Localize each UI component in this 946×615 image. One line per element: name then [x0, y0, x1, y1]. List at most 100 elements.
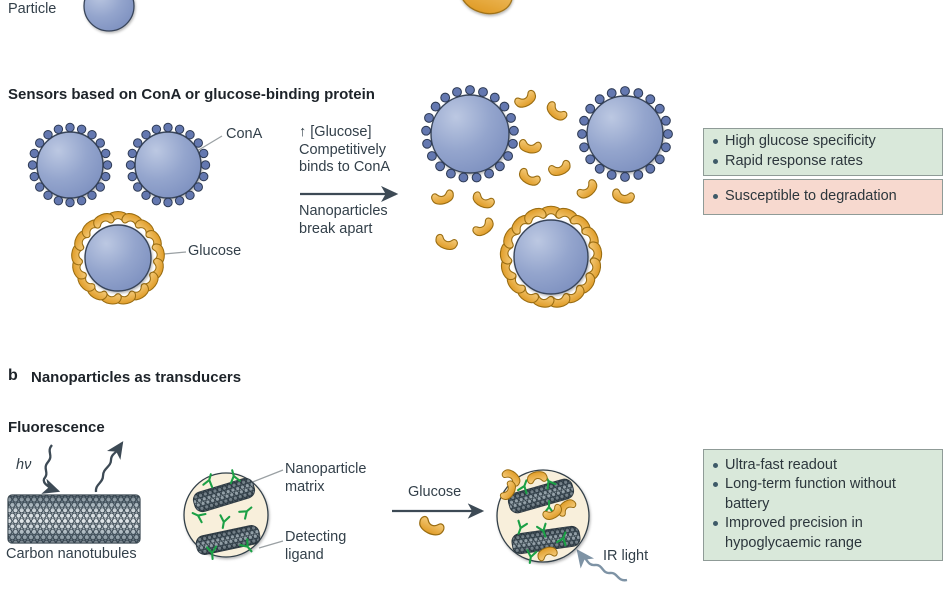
- transition-line-4: Nanoparticles: [299, 203, 388, 219]
- cona-protein-dot: [53, 124, 64, 134]
- plain-nanoparticle: [83, 0, 135, 32]
- pros-item: Long-term function without battery: [713, 475, 934, 514]
- cona-protein-dot: [445, 168, 456, 179]
- bullet-icon: [713, 193, 718, 199]
- cona-protein-dot: [430, 101, 441, 112]
- cona-protein-dot: [594, 94, 605, 105]
- cona-protein-dot: [199, 148, 209, 159]
- cona-protein-dot: [620, 172, 630, 182]
- cona-protein-dot: [579, 115, 590, 126]
- cona-protein-dot: [43, 130, 53, 140]
- pros-text: High glucose specificity: [725, 133, 876, 149]
- cona-protein-dot: [499, 101, 510, 112]
- nanoparticle-matrix-label: Nanoparticle matrix: [285, 461, 366, 496]
- transition-text-bottom: Nanoparticles break apart: [299, 203, 388, 238]
- cona-label: ConA: [226, 126, 263, 142]
- cona-protein-dot: [506, 112, 516, 123]
- cona-leader-line: [196, 135, 223, 152]
- ir-light-arrow: [576, 549, 628, 582]
- cona-protein-dot: [585, 103, 596, 114]
- ligand-label-line1: Detecting: [285, 529, 347, 545]
- transition-line-5: break apart: [299, 220, 373, 237]
- cona-protein-dot: [577, 129, 587, 139]
- cona-protein-dot: [663, 129, 673, 139]
- ligand-leader-line: [258, 540, 284, 549]
- panel-a-cons-box: Susceptible to degradation: [703, 179, 943, 215]
- cona-protein-dot: [141, 130, 151, 140]
- pros-item: Improved precision in hypoglycaemic rang…: [713, 514, 934, 553]
- cona-protein-dot: [35, 182, 45, 192]
- matrix-leader-line: [249, 469, 284, 484]
- cona-protein-dot: [141, 190, 151, 200]
- cona-protein-dot: [606, 88, 617, 99]
- cona-protein-dot: [494, 161, 505, 172]
- cona-protein-dot: [452, 87, 462, 97]
- cona-protein-dot: [65, 197, 75, 208]
- cona-protein-dot: [503, 151, 514, 161]
- glucose-leader-line: [163, 251, 187, 255]
- cona-protein-dot: [200, 160, 211, 170]
- panel-b-marker: b: [8, 367, 18, 384]
- carbon-nanotube-sheet: [7, 494, 141, 544]
- bullet-icon: [713, 482, 718, 488]
- glucose-molecule: [517, 138, 543, 156]
- fluorescence-subtitle: Fluorescence: [8, 419, 105, 436]
- cona-nanoparticle: [430, 94, 510, 174]
- cona-protein-dot: [508, 125, 519, 136]
- cona-protein-dot: [43, 190, 53, 200]
- glucose-molecule: [610, 187, 636, 206]
- cona-protein-dot: [633, 169, 644, 180]
- cona-protein-dot: [424, 112, 434, 123]
- glucose-molecule: [512, 88, 539, 112]
- cona-protein-dot: [185, 190, 195, 200]
- cona-protein-dot: [133, 182, 143, 192]
- cona-protein-dot: [174, 196, 185, 206]
- cona-protein-dot: [633, 88, 644, 99]
- cona-protein-dot: [199, 171, 209, 182]
- cona-protein-dot: [125, 160, 136, 170]
- transition-line-1: ↑ [Glucose]: [299, 124, 372, 140]
- cona-protein-dot: [594, 163, 605, 174]
- cona-protein-dot: [87, 130, 97, 140]
- glucose-molecule: [416, 514, 447, 539]
- cona-protein-dot: [458, 172, 469, 183]
- cona-protein-dot: [76, 196, 87, 206]
- cona-protein-dot: [174, 124, 185, 134]
- ir-light-label: IR light: [603, 548, 649, 564]
- cona-protein-dot: [645, 94, 656, 105]
- nanotube-bar: [507, 478, 575, 514]
- cona-protein-dot: [87, 190, 97, 200]
- nanotube-bar: [195, 525, 261, 555]
- cona-protein-dot: [645, 163, 656, 174]
- pros-item: Rapid response rates: [713, 152, 934, 172]
- cona-protein-dot: [65, 122, 75, 133]
- pros-text: Ultra-fast readout: [725, 456, 838, 473]
- cona-protein-dot: [484, 168, 495, 179]
- cona-nanoparticle: [586, 95, 664, 173]
- transition-line-2: Competitively: [299, 141, 387, 158]
- cona-protein-dot: [435, 161, 446, 172]
- cona-protein-dot: [35, 138, 45, 148]
- cons-text: Susceptible to degradation: [725, 187, 897, 204]
- glucose-molecule: [516, 166, 543, 190]
- pros-text: Rapid response rates: [725, 152, 863, 169]
- cona-protein-dot: [489, 92, 500, 103]
- cona-protein-dot: [102, 160, 113, 170]
- ligand-label-line2: ligand: [285, 546, 324, 563]
- glucose-molecule: [433, 232, 459, 253]
- cona-protein-dot: [654, 154, 665, 165]
- cona-protein-dot: [193, 182, 203, 192]
- leader-lines: [163, 135, 284, 549]
- nanotube-bar: [511, 525, 581, 555]
- cona-protein-dot: [53, 196, 64, 206]
- cona-protein-dot: [660, 142, 671, 153]
- cona-protein-dot: [127, 148, 137, 159]
- bullet-icon: [713, 139, 718, 144]
- cons-item: Susceptible to degradation: [713, 187, 934, 207]
- panel-b-title: Nanoparticles as transducers: [31, 369, 242, 386]
- cona-nanoparticle: [36, 131, 104, 199]
- nanotube-bar: [192, 477, 256, 513]
- glucose-molecule: [547, 158, 573, 179]
- cona-protein-dot: [465, 85, 475, 95]
